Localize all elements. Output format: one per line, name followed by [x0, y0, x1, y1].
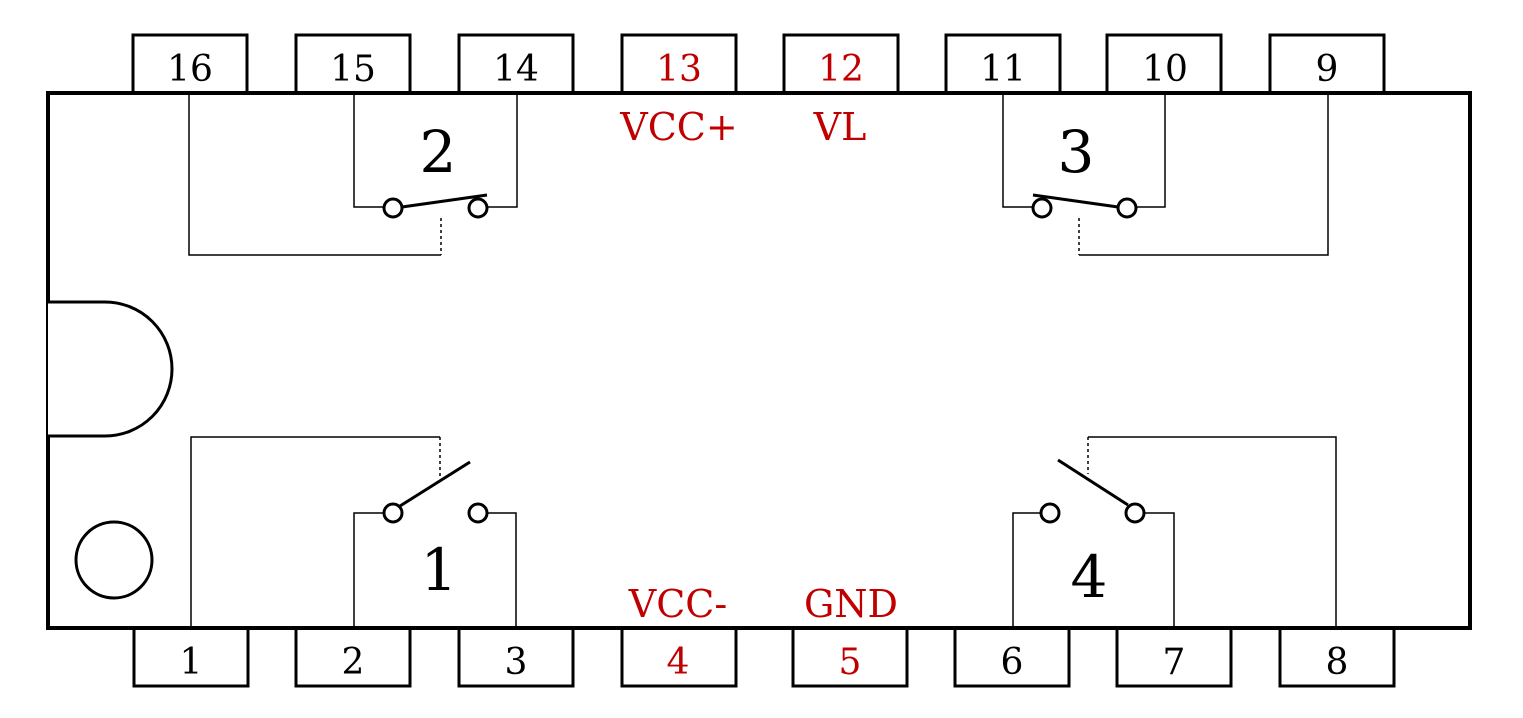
pin1-indicator-dot [74, 520, 154, 600]
switch-2-contact-right [467, 197, 489, 219]
pin-8 [1278, 626, 1396, 688]
pin-1 [132, 626, 250, 688]
wire-pin10 [1136, 93, 1166, 208]
pin-1-label: 1 [180, 642, 203, 683]
pin-8-label: 8 [1326, 642, 1349, 683]
wire-pin6 [1012, 512, 1041, 628]
wire-pin1-control [190, 436, 440, 628]
switch-contacts [382, 197, 1146, 524]
gnd-label: GND [804, 582, 898, 626]
wire-pin16-control [188, 93, 441, 256]
control-links [439, 218, 1089, 476]
switch-1-contact-right [467, 502, 489, 524]
switch-2-contact-left [382, 197, 404, 219]
power-labels: VCC+ VL VCC- GND [619, 105, 898, 626]
bottom-pins [132, 626, 1396, 688]
pin-12-label: 12 [818, 49, 864, 90]
pin-11-label: 11 [980, 49, 1026, 90]
switch-4-arm [1057, 458, 1129, 507]
switch-2-arm [401, 193, 488, 209]
pin-9-label: 9 [1316, 49, 1339, 90]
pin-10-label: 10 [1142, 49, 1188, 90]
switch-3-contact-right [1116, 197, 1138, 219]
pin-4 [620, 626, 738, 688]
pin-2-label: 2 [342, 642, 365, 683]
pin-3 [457, 626, 575, 688]
pin-15-label: 15 [330, 49, 376, 90]
pin-14-label: 14 [493, 49, 539, 90]
switch-3-arm [1032, 193, 1119, 209]
switch-1-label: 1 [421, 536, 458, 604]
wire-pin11 [1002, 93, 1033, 208]
pin-2 [294, 626, 412, 688]
pin-13-label: 13 [656, 49, 702, 90]
switch-numbers: 2 3 1 4 [420, 118, 1108, 611]
pin-5 [791, 626, 909, 688]
switch-4-contact-left [1039, 502, 1061, 524]
vcc-plus-label: VCC+ [619, 105, 737, 149]
bottom-pin-numbers: 1 2 3 4 5 6 7 8 [180, 642, 1349, 683]
pin-7 [1115, 626, 1233, 688]
wire-pin8-control [1088, 436, 1337, 628]
switch-4-contact-right [1124, 502, 1146, 524]
pin-4-label: 4 [667, 642, 690, 683]
switch-arms [399, 193, 1129, 508]
pin-11 [944, 33, 1062, 95]
pin-16-label: 16 [167, 49, 213, 90]
switch-1-contact-left [382, 502, 404, 524]
pin-7-label: 7 [1163, 642, 1186, 683]
switch-2-label: 2 [420, 118, 457, 186]
wire-pin15 [353, 93, 385, 208]
wire-pin9-control [1079, 93, 1329, 256]
wire-pin14 [487, 93, 518, 208]
wire-pin7 [1144, 512, 1175, 628]
pin-5-label: 5 [839, 642, 862, 683]
top-pin-numbers: 16 15 14 13 12 11 10 9 [167, 49, 1338, 90]
switch-1-arm [399, 460, 471, 508]
pin-6-label: 6 [1001, 642, 1024, 683]
switch-3-label: 3 [1058, 118, 1095, 186]
vl-label: VL [813, 105, 867, 149]
wire-pin3 [487, 512, 517, 628]
pin-13 [620, 33, 738, 95]
wire-pin2 [353, 512, 384, 628]
orientation-notch [48, 300, 174, 438]
vcc-minus-label: VCC- [628, 582, 727, 626]
pin-3-label: 3 [505, 642, 528, 683]
chip-body [46, 91, 1472, 630]
top-pins [131, 33, 1386, 95]
switch-4-label: 4 [1071, 543, 1108, 611]
switch-3-contact-left [1031, 197, 1053, 219]
pin-9 [1268, 33, 1386, 95]
internal-wiring [188, 93, 1337, 628]
